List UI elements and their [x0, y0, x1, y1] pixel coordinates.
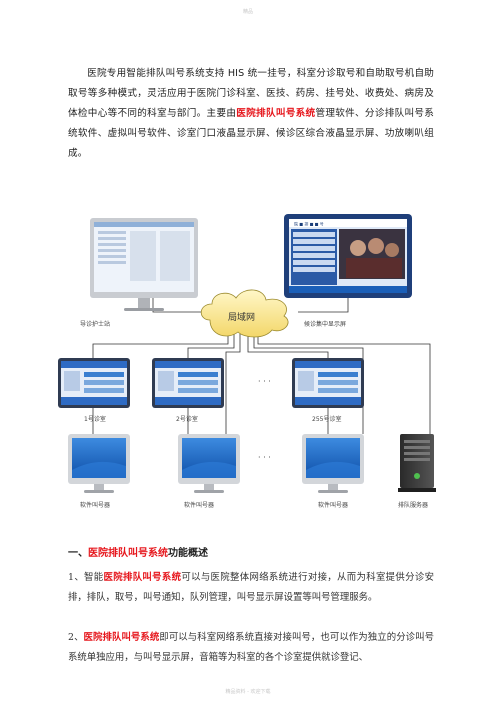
p2-prefix: 2、: [68, 632, 84, 643]
nurse-station-computer: [90, 218, 198, 311]
label-server: 排队服务器: [398, 501, 428, 509]
intro-highlight: 医院排队叫号系统: [236, 108, 316, 119]
section-highlight: 医院排队叫号系统: [88, 548, 168, 559]
room-display-1: [58, 358, 130, 408]
label-room-255: 255号诊室: [312, 415, 341, 423]
paragraph-2: 2、医院排队叫号系统即可以与科室网络系统直接对接叫号，也可以作为独立的分诊叫号系…: [68, 628, 434, 668]
caller-monitor-3: [302, 434, 364, 493]
section-prefix: 一、: [68, 548, 88, 559]
intro-text-1: 医院专用智能排队叫号系统支持 HIS 统一挂号，科室分诊取号和自助取号机自助取号…: [68, 68, 434, 119]
section-heading: 一、医院排队叫号系统功能概述: [68, 544, 208, 559]
label-caller-3: 软件叫号器: [318, 501, 348, 509]
room-display-2: [152, 358, 224, 408]
label-nurse-station: 导诊护士站: [80, 320, 110, 328]
label-room-1: 1号诊室: [84, 415, 106, 423]
ellipsis-rooms: · · ·: [258, 377, 271, 386]
label-waiting-display: 候诊集中显示屏: [304, 320, 346, 328]
intro-text-2: 管理软件、分诊排队叫号系统软件、虚拟叫号软件、诊室门口液晶显示屏、候诊区综合液晶…: [68, 108, 434, 159]
p2-text: 即可以与科室网络系统直接对接叫号，也可以作为独立的分诊叫号系统单独应用，与叫号显…: [68, 632, 434, 663]
room-display-255: [292, 358, 364, 408]
page-watermark-top: 精品: [242, 9, 253, 15]
paragraph-1: 1、智能医院排队叫号系统可以与医院整体网络系统进行对接，从而为科室提供分诊安排，…: [68, 568, 434, 608]
lan-cloud-icon: [200, 289, 289, 338]
intro-paragraph: 医院专用智能排队叫号系统支持 HIS 统一挂号，科室分诊取号和自助取号机自助取号…: [68, 64, 434, 164]
p1-prefix: 1、智能: [68, 572, 104, 583]
queue-server-icon: [398, 434, 436, 492]
display-title: 院 ■ 排 ■ ■ 号: [294, 221, 324, 227]
page-watermark-bottom: 精品资料 - 欢迎下载: [225, 689, 271, 695]
p1-highlight: 医院排队叫号系统: [103, 572, 182, 583]
caller-monitor-1: [68, 434, 130, 493]
caller-monitor-2: [178, 434, 240, 493]
label-network: 局域网: [228, 311, 255, 323]
p1-text: 可以与医院整体网络系统进行对接，从而为科室提供分诊安排，排队，取号，叫号通知，队…: [68, 572, 434, 603]
network-diagram: 导诊护士站 局域网 院 ■ 排 ■ ■ 号 候诊集中显示屏 1号诊室: [58, 214, 436, 509]
label-caller-2: 软件叫号器: [184, 501, 214, 509]
section-suffix: 功能概述: [168, 548, 208, 559]
ellipsis-callers: · · ·: [258, 453, 271, 462]
label-room-2: 2号诊室: [176, 415, 198, 423]
p2-highlight: 医院排队叫号系统: [83, 632, 160, 643]
label-caller-1: 软件叫号器: [80, 501, 110, 509]
waiting-area-display: 院 ■ 排 ■ ■ 号: [284, 214, 412, 298]
